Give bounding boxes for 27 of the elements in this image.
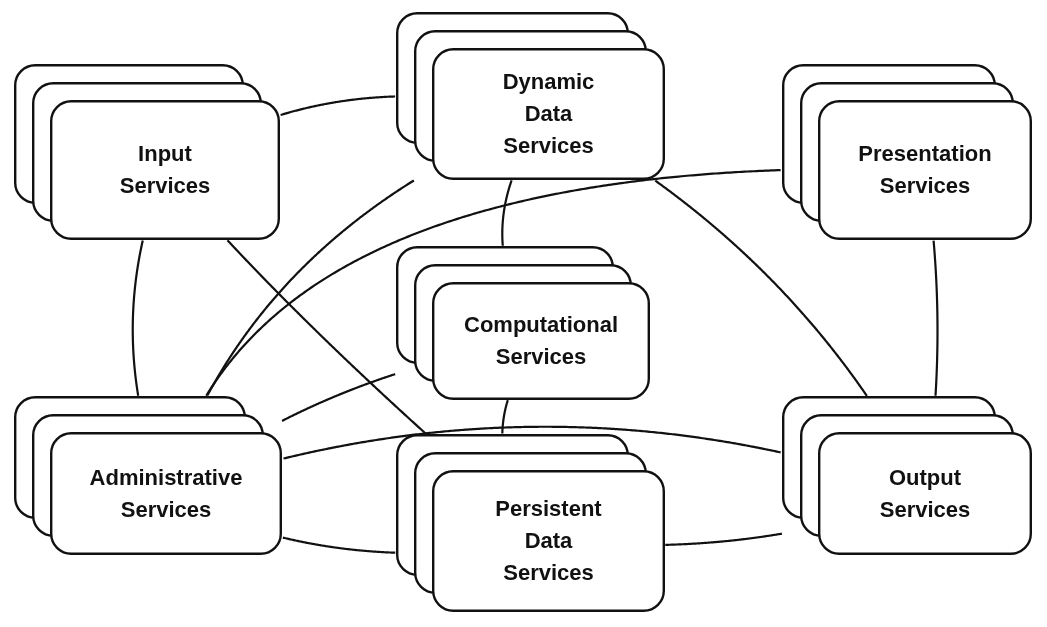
connector-line <box>131 240 144 396</box>
node-label: Computational Services <box>463 311 619 371</box>
node-label: Presentation Services <box>857 140 993 200</box>
connector-line <box>281 373 396 422</box>
node-label: Dynamic Data Services <box>501 68 596 160</box>
connector-line <box>665 532 783 546</box>
connector-line <box>282 536 396 554</box>
stacked-service-box <box>782 396 1032 555</box>
stacked-service-box <box>782 64 1032 240</box>
connector-line <box>283 425 781 460</box>
stacked-service-box <box>396 246 650 400</box>
connector-line <box>501 399 509 435</box>
stacked-service-box <box>14 64 280 240</box>
connector-line <box>280 95 396 117</box>
connector-line <box>501 179 513 247</box>
connector-line <box>226 239 427 435</box>
node-label: Input Services <box>118 140 212 200</box>
connector-line <box>206 179 415 396</box>
node-label: Administrative Services <box>88 463 244 524</box>
stacked-service-box <box>396 12 665 180</box>
node-label: Output Services <box>878 463 972 524</box>
connector-line <box>205 169 781 397</box>
stacked-service-box <box>14 396 282 555</box>
connector-line <box>654 179 868 397</box>
connector-line <box>932 240 939 396</box>
node-label: Persistent Data Services <box>494 495 603 587</box>
stacked-service-box <box>396 434 665 612</box>
